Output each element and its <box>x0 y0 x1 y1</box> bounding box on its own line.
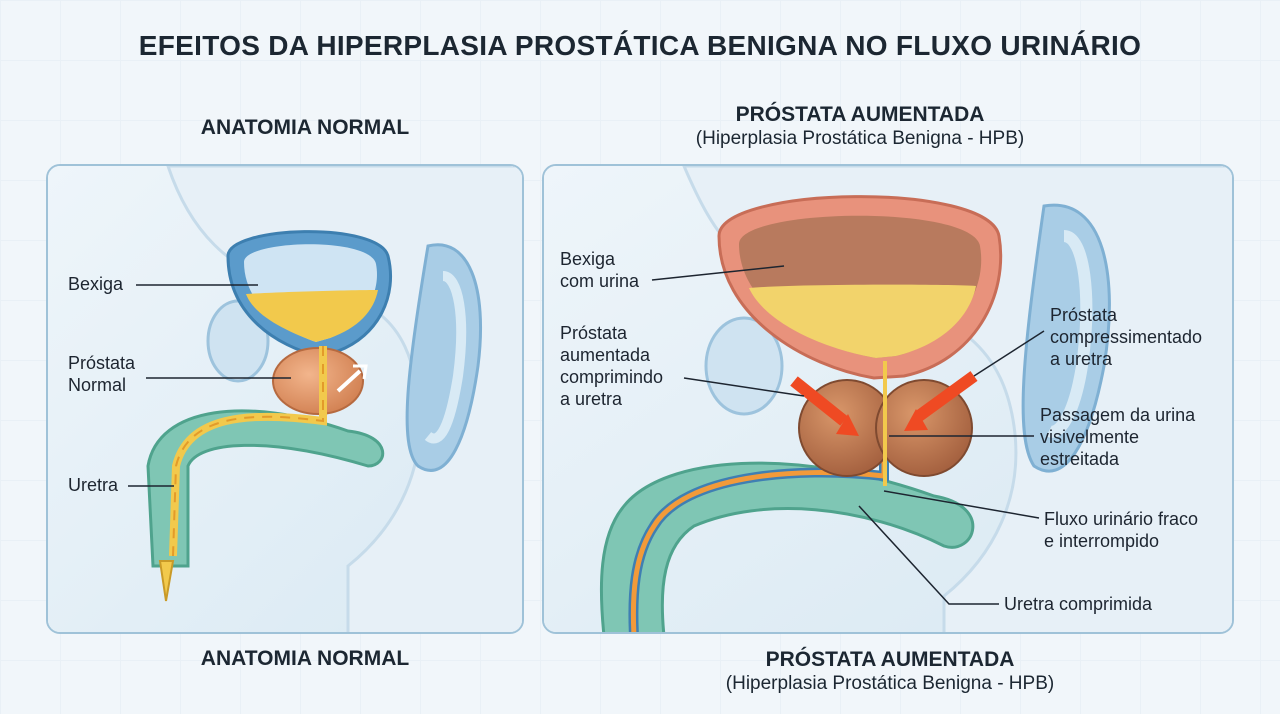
left-panel-heading-top: ANATOMIA NORMAL <box>200 116 410 139</box>
label-prostate-normal: Próstata Normal <box>68 352 135 396</box>
urine-in-bladder <box>246 290 378 342</box>
label-enlarged-line2: aumentada <box>560 345 651 365</box>
label-passage-line3: estreitada <box>1040 449 1120 469</box>
label-flow-line1: Fluxo urinário fraco <box>1044 509 1199 529</box>
leader-line-enlarged-prostate <box>683 377 805 397</box>
page-title: EFEITOS DA HIPERPLASIA PROSTÁTICA BENIGN… <box>138 30 1142 61</box>
flow-arrow-up <box>336 369 362 393</box>
left-panel-heading-bottom: ANATOMIA NORMAL <box>200 647 410 670</box>
label-urethra: Uretra <box>68 475 119 495</box>
label-prostate-line2: Normal <box>68 375 127 395</box>
label-bladder-line2: com urina <box>560 271 640 291</box>
penile-tissue <box>146 409 385 568</box>
leader-line-bladder <box>651 265 785 281</box>
rectum-lumen <box>424 271 467 444</box>
compression-arrowhead-left <box>836 414 859 436</box>
flow-arrowhead-up <box>353 364 368 380</box>
label-enlarged-line3: comprimindo <box>560 367 664 387</box>
normal-anatomy-illustration <box>48 166 522 632</box>
right-panel-subtitle: (Hiperplasia Prostática Benigna - HPB) <box>695 128 1025 149</box>
label-passage-line2: visivelmente <box>1040 427 1140 447</box>
label-flow-line2: e interrompido <box>1044 531 1160 551</box>
label-enlarged-line1: Próstata <box>560 323 628 343</box>
label-compress-line1: Próstata <box>1050 305 1118 325</box>
label-enlarged-prostate: Próstata aumentada comprimindo a uretra <box>560 322 663 410</box>
label-prostate-compressing: Próstata compressimentado a uretra <box>1050 304 1202 370</box>
label-prostate-line1: Próstata <box>68 353 136 373</box>
right-panel-heading-top: PRÓSTATA AUMENTADA (Hiperplasia Prostáti… <box>640 103 1080 151</box>
urine-in-bladder <box>749 284 976 358</box>
right-panel-bottom-subtitle: (Hiperplasia Prostática Benigna - HPB) <box>725 673 1055 694</box>
right-panel-bottom-title: PRÓSTATA AUMENTADA <box>765 648 1015 671</box>
normal-anatomy-panel: Bexiga Próstata Normal Uretra <box>46 164 524 634</box>
penile-tissue <box>599 461 975 632</box>
label-enlarged-line4: a uretra <box>560 389 623 409</box>
label-compress-line3: a uretra <box>1050 349 1113 369</box>
compression-arrow-left <box>790 376 848 426</box>
label-narrowed-passage: Passagem da urina visivelmente estreitad… <box>1040 404 1195 470</box>
bph-anatomy-illustration <box>544 166 1232 632</box>
urine-flow-arrow <box>158 560 175 602</box>
compression-arrowhead-right <box>904 409 928 431</box>
rectum-lumen <box>1046 230 1093 438</box>
leader-line-flow <box>883 490 1040 519</box>
right-panel-heading-bottom: PRÓSTATA AUMENTADA (Hiperplasia Prostáti… <box>640 648 1140 696</box>
label-bladder: Bexiga <box>68 274 124 294</box>
leader-line-compressing <box>973 330 1045 377</box>
right-panel-title: PRÓSTATA AUMENTADA <box>735 103 985 126</box>
label-compress-line2: compressimentado <box>1050 327 1203 347</box>
prostate-normal <box>272 347 364 415</box>
compression-arrow-right <box>915 371 978 421</box>
label-compressed-urethra: Uretra comprimida <box>1004 594 1153 614</box>
label-bladder-line1: Bexiga <box>560 249 616 269</box>
bph-anatomy-panel: Bexiga com urina Próstata aumentada comp… <box>542 164 1234 634</box>
label-bladder-with-urine: Bexiga com urina <box>560 248 639 292</box>
label-weak-flow: Fluxo urinário fraco e interrompido <box>1044 508 1198 552</box>
leader-line-urethra <box>858 505 999 605</box>
urine-flow-line <box>172 346 324 557</box>
label-passage-line1: Passagem da urina <box>1040 405 1196 425</box>
